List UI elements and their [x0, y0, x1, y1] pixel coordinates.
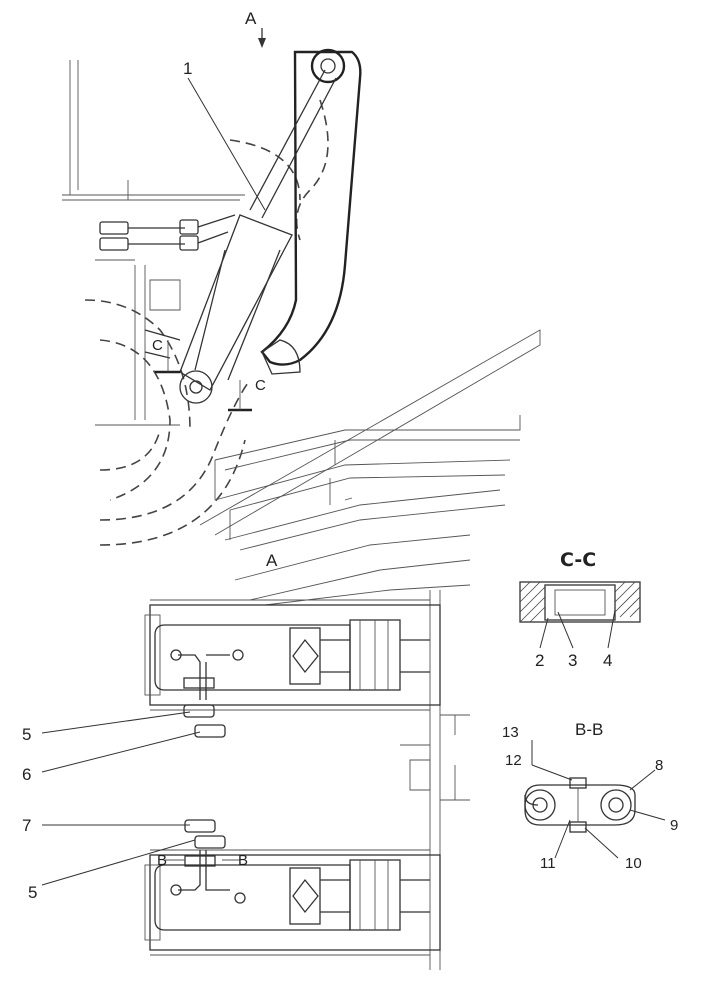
section-c-marker-upper: C	[152, 337, 163, 354]
callout-6: 6	[22, 765, 31, 784]
section-b-b-detail: B-B	[524, 720, 666, 859]
hydraulic-cylinder	[144, 69, 337, 404]
callout-2: 2	[535, 651, 544, 670]
callout-8: 8	[655, 757, 663, 774]
section-c-c-detail: C-C	[519, 549, 641, 649]
callout-1: 1	[183, 59, 192, 78]
callout-13: 13	[502, 724, 519, 741]
view-arrow-a-label: A	[245, 9, 257, 28]
leaders-left	[41, 77, 266, 886]
machine-frame	[62, 60, 245, 426]
section-b-marker-left: B	[157, 852, 167, 869]
lower-cylinder-assembly	[144, 819, 441, 956]
section-b-markers: B B	[157, 852, 248, 869]
callout-10: 10	[625, 855, 642, 872]
callout-4: 4	[603, 651, 612, 670]
section-c-c-title: C-C	[560, 549, 596, 571]
callouts: 1 2 3 4 5 6 7 5 8 9 10 11 12 13	[22, 59, 678, 902]
callout-5-upper: 5	[22, 725, 31, 744]
hose-fittings-upper	[99, 214, 236, 251]
boom-arm	[260, 48, 362, 375]
callout-12: 12	[505, 752, 522, 769]
callout-7: 7	[22, 816, 31, 835]
callout-11: 11	[540, 855, 556, 872]
section-b-marker-right: B	[238, 852, 248, 869]
section-c-markers: C C	[152, 337, 266, 412]
section-b-b-title: B-B	[575, 720, 603, 739]
dashed-outlines	[84, 99, 329, 546]
chevron-guards	[199, 329, 541, 606]
callout-9: 9	[670, 817, 678, 834]
callout-5-lower: 5	[28, 883, 37, 902]
section-c-marker-lower: C	[255, 377, 266, 394]
callout-3: 3	[568, 651, 577, 670]
plan-view-frame	[400, 590, 470, 970]
view-arrow-a: A	[245, 9, 266, 48]
upper-cylinder-assembly	[144, 599, 441, 738]
view-a-label: A	[266, 551, 278, 570]
section-c-hatching	[519, 581, 641, 623]
